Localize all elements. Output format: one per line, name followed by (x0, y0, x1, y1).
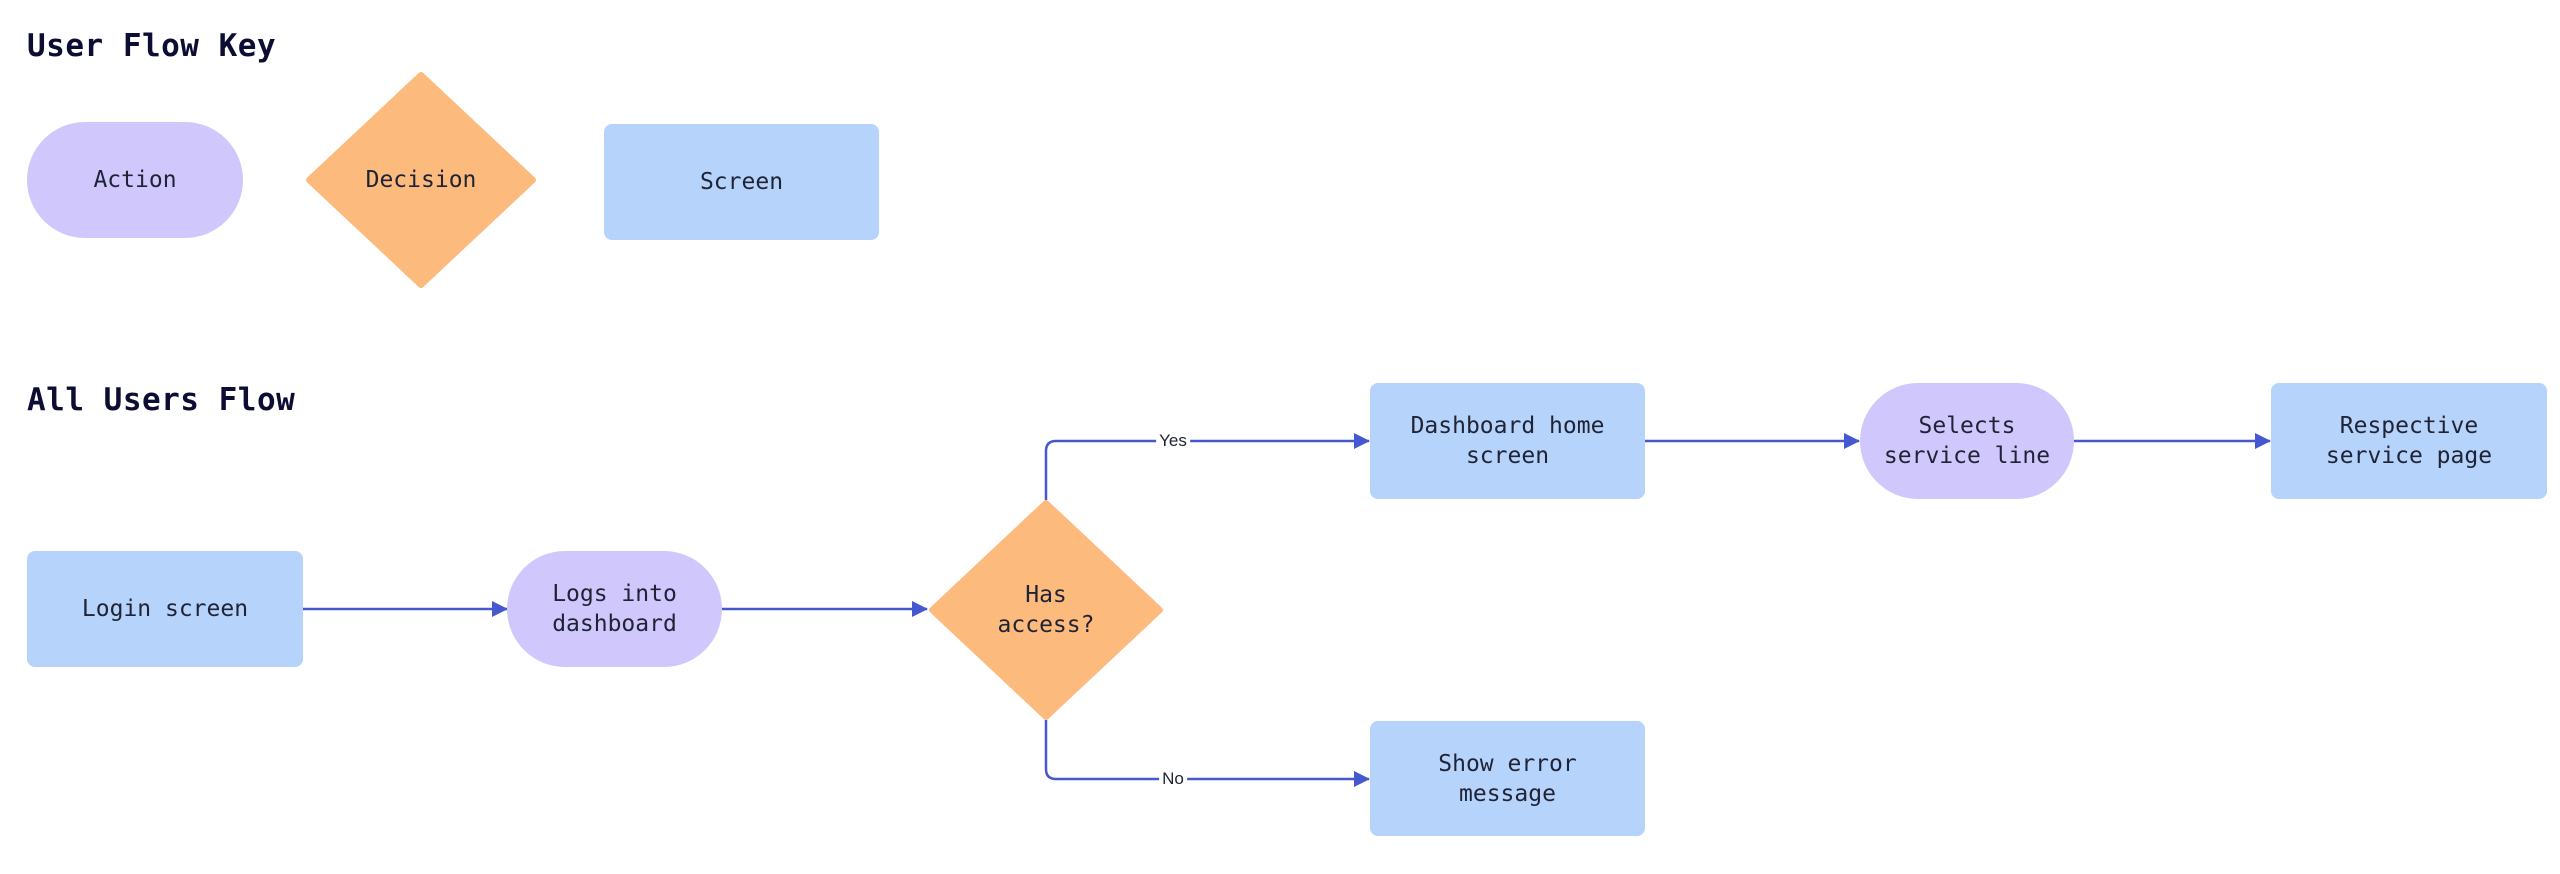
key-action-shape: Action (27, 122, 243, 238)
key-decision-diamond (306, 72, 536, 288)
node-has-access-label: Has access? (997, 582, 1095, 638)
node-has-access-diamond (929, 500, 1163, 720)
flow-title: All Users Flow (27, 382, 296, 418)
node-logs-into-dashboard: Logs into dashboard (507, 551, 722, 667)
node-show-error-message: Show error message (1370, 721, 1645, 836)
node-respective-service-page: Respective service page (2271, 383, 2547, 499)
node-show-error-message-label: Show error message (1438, 750, 1577, 807)
key-decision-label: Decision (365, 167, 477, 193)
node-selects-service-line: Selects service line (1860, 383, 2074, 499)
node-selects-service-line-label: Selects service line (1883, 413, 2051, 469)
node-has-access: Has access? (929, 500, 1163, 720)
node-dashboard-home-screen-label: Dashboard home screen (1410, 413, 1605, 469)
key-action-label: Action (93, 167, 177, 193)
node-respective-service-page-label: Respective service page (2325, 413, 2493, 469)
key-decision-shape: Decision (306, 72, 536, 288)
key-title: User Flow Key (27, 28, 277, 64)
edge-has-access-yes (1044, 433, 1370, 500)
node-logs-into-dashboard-label: Logs into dashboard (552, 581, 677, 637)
node-login-screen-label: Login screen (81, 596, 249, 622)
node-login-screen: Login screen (27, 551, 303, 667)
node-dashboard-home-screen: Dashboard home screen (1370, 383, 1645, 499)
key-screen-label: Screen (699, 169, 784, 195)
edge-label-yes: Yes (1156, 431, 1190, 451)
key-screen-shape: Screen (604, 124, 879, 240)
edge-has-access-no (1044, 720, 1370, 787)
edge-label-no: No (1159, 769, 1187, 789)
